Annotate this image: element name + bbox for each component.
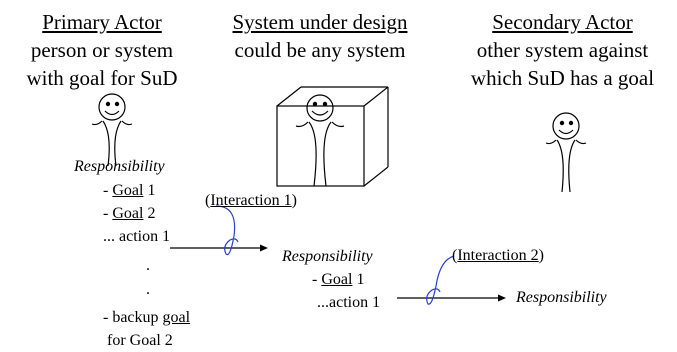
interaction-1-arrow	[170, 244, 268, 252]
secondary-actor-heading: Secondary Actor	[492, 10, 633, 34]
system-figure	[295, 94, 345, 187]
interaction-1-loop	[215, 205, 239, 256]
ellipsis-dot-1: .	[146, 257, 150, 274]
ellipsis-dot-2: .	[146, 281, 150, 298]
primary-actor-heading: Primary Actor	[42, 10, 162, 34]
secondary-actor-figure	[545, 112, 587, 193]
interaction-2-loop	[426, 255, 455, 305]
primary-goal-1: - Goal 1	[103, 182, 156, 199]
system-box	[276, 86, 389, 187]
interaction-2-label: (Interaction 2)	[452, 247, 544, 264]
primary-actor-desc-line2: with goal for SuD	[26, 66, 178, 90]
primary-backup-goal: - backup goal	[103, 309, 191, 326]
secondary-responsibility-title: Responsibility	[516, 289, 607, 306]
primary-backup-goal-line2: for Goal 2	[107, 332, 173, 349]
system-heading: System under design	[232, 10, 408, 34]
secondary-actor-desc-line1: other system against	[476, 38, 649, 62]
primary-responsibility-title: Responsibility	[74, 158, 165, 175]
system-desc-line1: could be any system	[234, 38, 406, 62]
secondary-actor-desc-line2: which SuD has a goal	[470, 66, 655, 90]
primary-actor-desc-line1: person or system	[30, 38, 174, 62]
primary-actor-figure	[91, 93, 133, 167]
system-action-1: ...action 1	[317, 294, 381, 311]
interaction-2-arrow	[397, 294, 506, 302]
system-goal-1: - Goal 1	[312, 271, 365, 288]
interaction-1-label: (Interaction 1)	[205, 192, 297, 209]
system-responsibility-title: Responsibility	[282, 248, 373, 265]
primary-action-1: ... action 1	[103, 228, 171, 245]
primary-goal-2: - Goal 2	[103, 205, 156, 222]
